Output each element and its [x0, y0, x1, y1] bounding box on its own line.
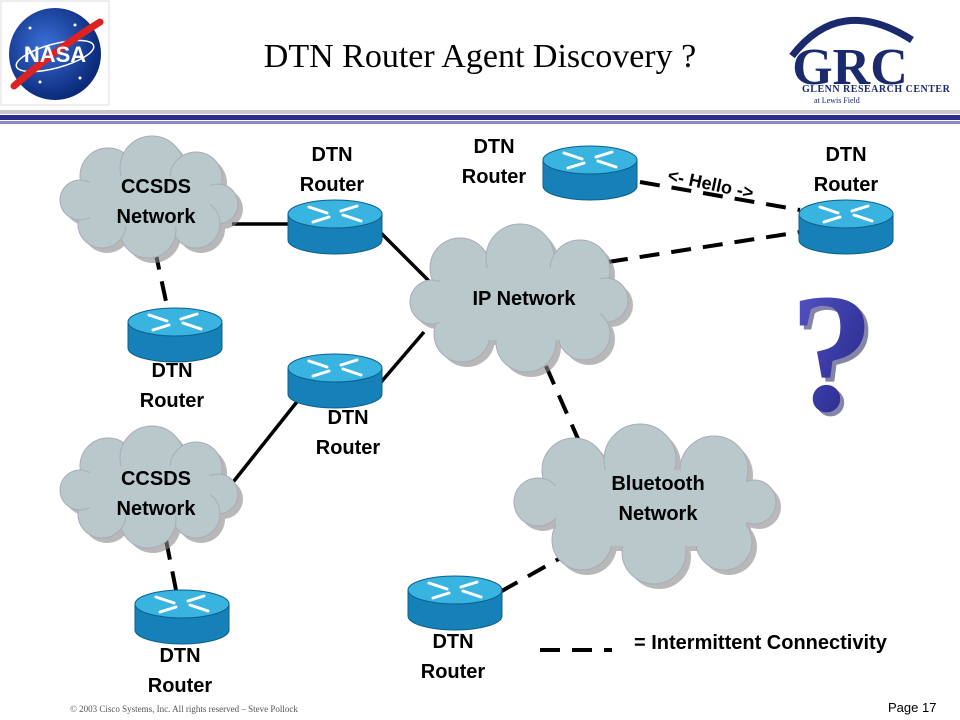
router-r3-icon — [127, 307, 223, 363]
router-r3-line1: DTN — [825, 144, 867, 166]
title-rule-mid — [0, 121, 960, 124]
router-r7-line2: Router — [420, 661, 486, 683]
question-mark-shadow: ? — [794, 263, 879, 451]
router-r6-icon — [542, 145, 638, 201]
router-r7-label: DTN Router — [403, 627, 503, 687]
router-r7-icon — [798, 199, 894, 255]
grc-logo-text: GRC — [792, 39, 908, 96]
router-r2-line1: DTN — [473, 136, 515, 158]
router-r5-line2: Router — [315, 437, 381, 459]
cloud-ccsds-bottom-line1: CCSDS — [120, 468, 191, 490]
router-r3-label: DTN Router — [796, 140, 896, 200]
cloud-ccsds-top-label: CCSDS Network — [96, 172, 216, 232]
routers — [127, 145, 894, 645]
solid-links — [228, 222, 434, 488]
router-r7-line1: DTN — [432, 631, 474, 653]
cloud-bluetooth-line2: Network — [618, 503, 698, 525]
link-bluetooth-r8 — [499, 554, 565, 594]
router-r1-line1: DTN — [311, 144, 353, 166]
link-r4-ip — [374, 330, 426, 390]
question-mark-glyph: ? — [790, 259, 875, 447]
cloud-bluetooth-label: Bluetooth Network — [578, 469, 738, 529]
router-r8-icon — [407, 575, 503, 631]
router-r1-line2: Router — [299, 174, 365, 196]
legend-text: = Intermittent Connectivity — [634, 632, 887, 654]
router-r4-icon — [287, 353, 383, 409]
cloud-ccsds-bottom-label: CCSDS Network — [96, 464, 216, 524]
router-r6-line2: Router — [147, 675, 213, 697]
page-number: Page 17 — [888, 700, 937, 715]
question-mark-icon: ? ? — [790, 259, 879, 451]
router-r5-line1: DTN — [327, 407, 369, 429]
link-r2-ip — [378, 230, 434, 286]
router-r3-line2: Router — [813, 174, 879, 196]
cloud-ip-line1: IP Network — [472, 288, 576, 310]
title-rule-dark — [0, 115, 960, 120]
router-r6-label: DTN Router — [130, 641, 230, 701]
cloud-ccsds-top-line2: Network — [116, 206, 196, 228]
router-r6-line1: DTN — [159, 645, 201, 667]
title-rule-light — [0, 110, 960, 114]
router-r2-icon — [287, 199, 383, 255]
cloud-ip-network — [409, 223, 633, 377]
router-r2-label: DTN Router — [444, 132, 544, 192]
page-title: DTN Router Agent Discovery ? — [263, 38, 697, 75]
link-ccsds-bottom-r4 — [228, 396, 302, 488]
router-r2-line2: Router — [461, 166, 527, 188]
router-r4-label: DTN Router — [122, 356, 222, 416]
router-r5-label: DTN Router — [298, 403, 398, 463]
grc-subtitle-2: at Lewis Field — [814, 96, 860, 105]
link-ip-bluetooth — [544, 365, 584, 449]
cloud-ccsds-top — [59, 135, 243, 263]
nasa-logo-text: NASA — [24, 42, 86, 67]
cloud-ip-label: IP Network — [444, 284, 604, 314]
link-r6-r7 — [639, 180, 801, 212]
cloud-bluetooth-line1: Bluetooth — [611, 473, 705, 495]
cloud-ccsds-top-line1: CCSDS — [120, 176, 191, 198]
router-r5-icon — [134, 589, 230, 645]
grc-logo: GRC — [789, 17, 914, 96]
router-r4-line1: DTN — [151, 360, 193, 382]
grc-subtitle: GLENN RESEARCH CENTER — [802, 84, 951, 95]
cloud-bluetooth-network — [513, 423, 781, 589]
link-ip-r7 — [607, 230, 801, 264]
cloud-ccsds-bottom-line2: Network — [116, 498, 196, 520]
nasa-logo: NASA — [0, 0, 110, 106]
router-r1-label: DTN Router — [282, 140, 382, 200]
router-r4-line2: Router — [139, 390, 205, 412]
cloud-ccsds-bottom — [59, 425, 243, 553]
copyright-footer: © 2003 Cisco Systems, Inc. All rights re… — [70, 704, 298, 714]
